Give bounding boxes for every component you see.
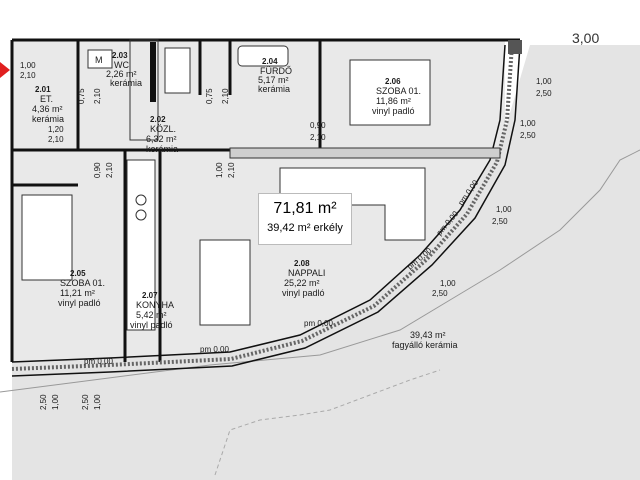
dimension-label: 1,00 bbox=[51, 394, 60, 410]
room-floor: kerámia bbox=[258, 84, 290, 94]
wc-cabinet bbox=[87, 49, 113, 69]
facade-inner bbox=[11, 44, 506, 363]
dimension-label: 1,00 bbox=[20, 61, 36, 70]
room-area: 2,26 m² bbox=[106, 69, 137, 79]
dimension-label: 2,10 bbox=[48, 135, 64, 144]
room-name: KONYHA bbox=[136, 300, 174, 310]
room-area: 4,36 m² bbox=[32, 104, 63, 114]
bathtub bbox=[237, 45, 289, 67]
balcony-floor bbox=[12, 45, 640, 480]
dimension-label: 0,75 bbox=[205, 88, 214, 104]
bed-2.05 bbox=[21, 194, 73, 281]
dimension-label: 0,75 bbox=[77, 88, 86, 104]
partition-wall bbox=[229, 147, 501, 159]
dimension-label: 2,10 bbox=[105, 162, 114, 178]
bed-2.06 bbox=[349, 59, 431, 126]
corner-column bbox=[508, 40, 522, 54]
room-id: 2.08 bbox=[294, 259, 310, 268]
room-floor: kerámia bbox=[32, 114, 64, 124]
facade-glazing bbox=[11, 44, 514, 371]
dimension-label: 2,10 bbox=[310, 133, 326, 142]
room-floor: vinyl padló bbox=[130, 320, 173, 330]
dimension-label: 2,50 bbox=[536, 89, 552, 98]
dimension-label: 2,10 bbox=[221, 88, 230, 104]
room-id: 2.01 bbox=[35, 85, 51, 94]
room-area: 5,17 m² bbox=[258, 75, 289, 85]
room-area: 11,21 m² bbox=[60, 288, 95, 298]
facade-outer bbox=[11, 44, 521, 377]
room-id: 2.07 bbox=[142, 291, 158, 300]
dimension-label: 1,00 bbox=[496, 205, 512, 214]
kitchen-counter bbox=[126, 159, 156, 331]
hob-icon bbox=[135, 194, 147, 206]
room-floor: vinyl padló bbox=[282, 288, 325, 298]
balcony-area: 39,43 m² bbox=[410, 330, 446, 340]
dimension-label: 2,50 bbox=[492, 217, 508, 226]
room-name: KÖZL. bbox=[150, 124, 176, 134]
shaft bbox=[150, 42, 156, 102]
dimension-label: 1,00 bbox=[520, 119, 536, 128]
dimension-label: 2,50 bbox=[432, 289, 448, 298]
room-id: 2.03 bbox=[112, 51, 128, 60]
level-label: pm 0,00 bbox=[200, 345, 229, 354]
balcony-area-total: 39,42 m² erkély bbox=[267, 222, 343, 234]
dimension-label: 1,00 bbox=[215, 162, 224, 178]
dining-table bbox=[199, 239, 251, 326]
room-area: 11,86 m² bbox=[376, 96, 411, 106]
total-area: 71,81 m² bbox=[273, 200, 337, 217]
room-area: 25,22 m² bbox=[284, 278, 320, 288]
dimension-label: 0,90 bbox=[93, 162, 102, 178]
room-floor: kerámia bbox=[110, 78, 142, 88]
room-name: ET. bbox=[40, 94, 53, 104]
dimension-label: 2,50 bbox=[39, 394, 48, 410]
level-label: pm 0,00 bbox=[304, 319, 333, 328]
hob-icon bbox=[135, 209, 147, 221]
room-floor: kerámia bbox=[146, 144, 178, 154]
room-id: 2.04 bbox=[262, 57, 278, 66]
dimension-label: 1,00 bbox=[93, 394, 102, 410]
room-name: SZOBA 01. bbox=[376, 86, 421, 96]
room-area: 5,42 m² bbox=[136, 310, 167, 320]
room-name: NAPPALI bbox=[288, 268, 325, 278]
level-label: pm 0,00 bbox=[84, 357, 113, 366]
room-name: WC bbox=[114, 60, 129, 70]
room-id: 2.05 bbox=[70, 269, 86, 278]
dimension-label: 0,90 bbox=[310, 121, 326, 130]
corner-dimension: 3,00 bbox=[572, 30, 600, 46]
room-labels: 2.01 ET. 4,36 m² kerámia 2.02 KÖZL. 6,32… bbox=[32, 51, 458, 350]
dimension-label: 2,10 bbox=[227, 162, 236, 178]
fixture-label: M bbox=[95, 55, 103, 65]
dimension-label: 1,20 bbox=[48, 125, 64, 134]
dimension-label: 1,00 bbox=[536, 77, 552, 86]
dimension-label: 2,50 bbox=[81, 394, 90, 410]
balcony-edge bbox=[0, 149, 640, 393]
dimension-label: 2,10 bbox=[93, 88, 102, 104]
balcony-railing bbox=[214, 369, 441, 476]
room-name: FÜRDŐ bbox=[260, 66, 292, 76]
entrance-arrow-icon bbox=[0, 62, 10, 78]
sink-fixture bbox=[164, 47, 191, 94]
dimension-label: 1,00 bbox=[440, 279, 456, 288]
area-summary-box: 71,81 m² 39,42 m² erkély bbox=[258, 193, 352, 245]
room-area: 6,32 m² bbox=[146, 134, 177, 144]
wc-room-outline bbox=[129, 39, 159, 141]
dimension-labels: 1,00 2,10 0,75 2,10 0,75 2,10 1,20 2,10 … bbox=[20, 61, 552, 410]
room-id: 2.06 bbox=[385, 77, 401, 86]
room-floor: vinyl padló bbox=[58, 298, 101, 308]
dimension-label: 2,10 bbox=[20, 71, 36, 80]
room-id: 2.02 bbox=[150, 115, 166, 124]
balcony-floor: fagyálló kerámia bbox=[392, 340, 458, 350]
room-name: SZOBA 01. bbox=[60, 278, 105, 288]
dimension-label: 2,50 bbox=[520, 131, 536, 140]
room-floor: vinyl padló bbox=[372, 106, 415, 116]
